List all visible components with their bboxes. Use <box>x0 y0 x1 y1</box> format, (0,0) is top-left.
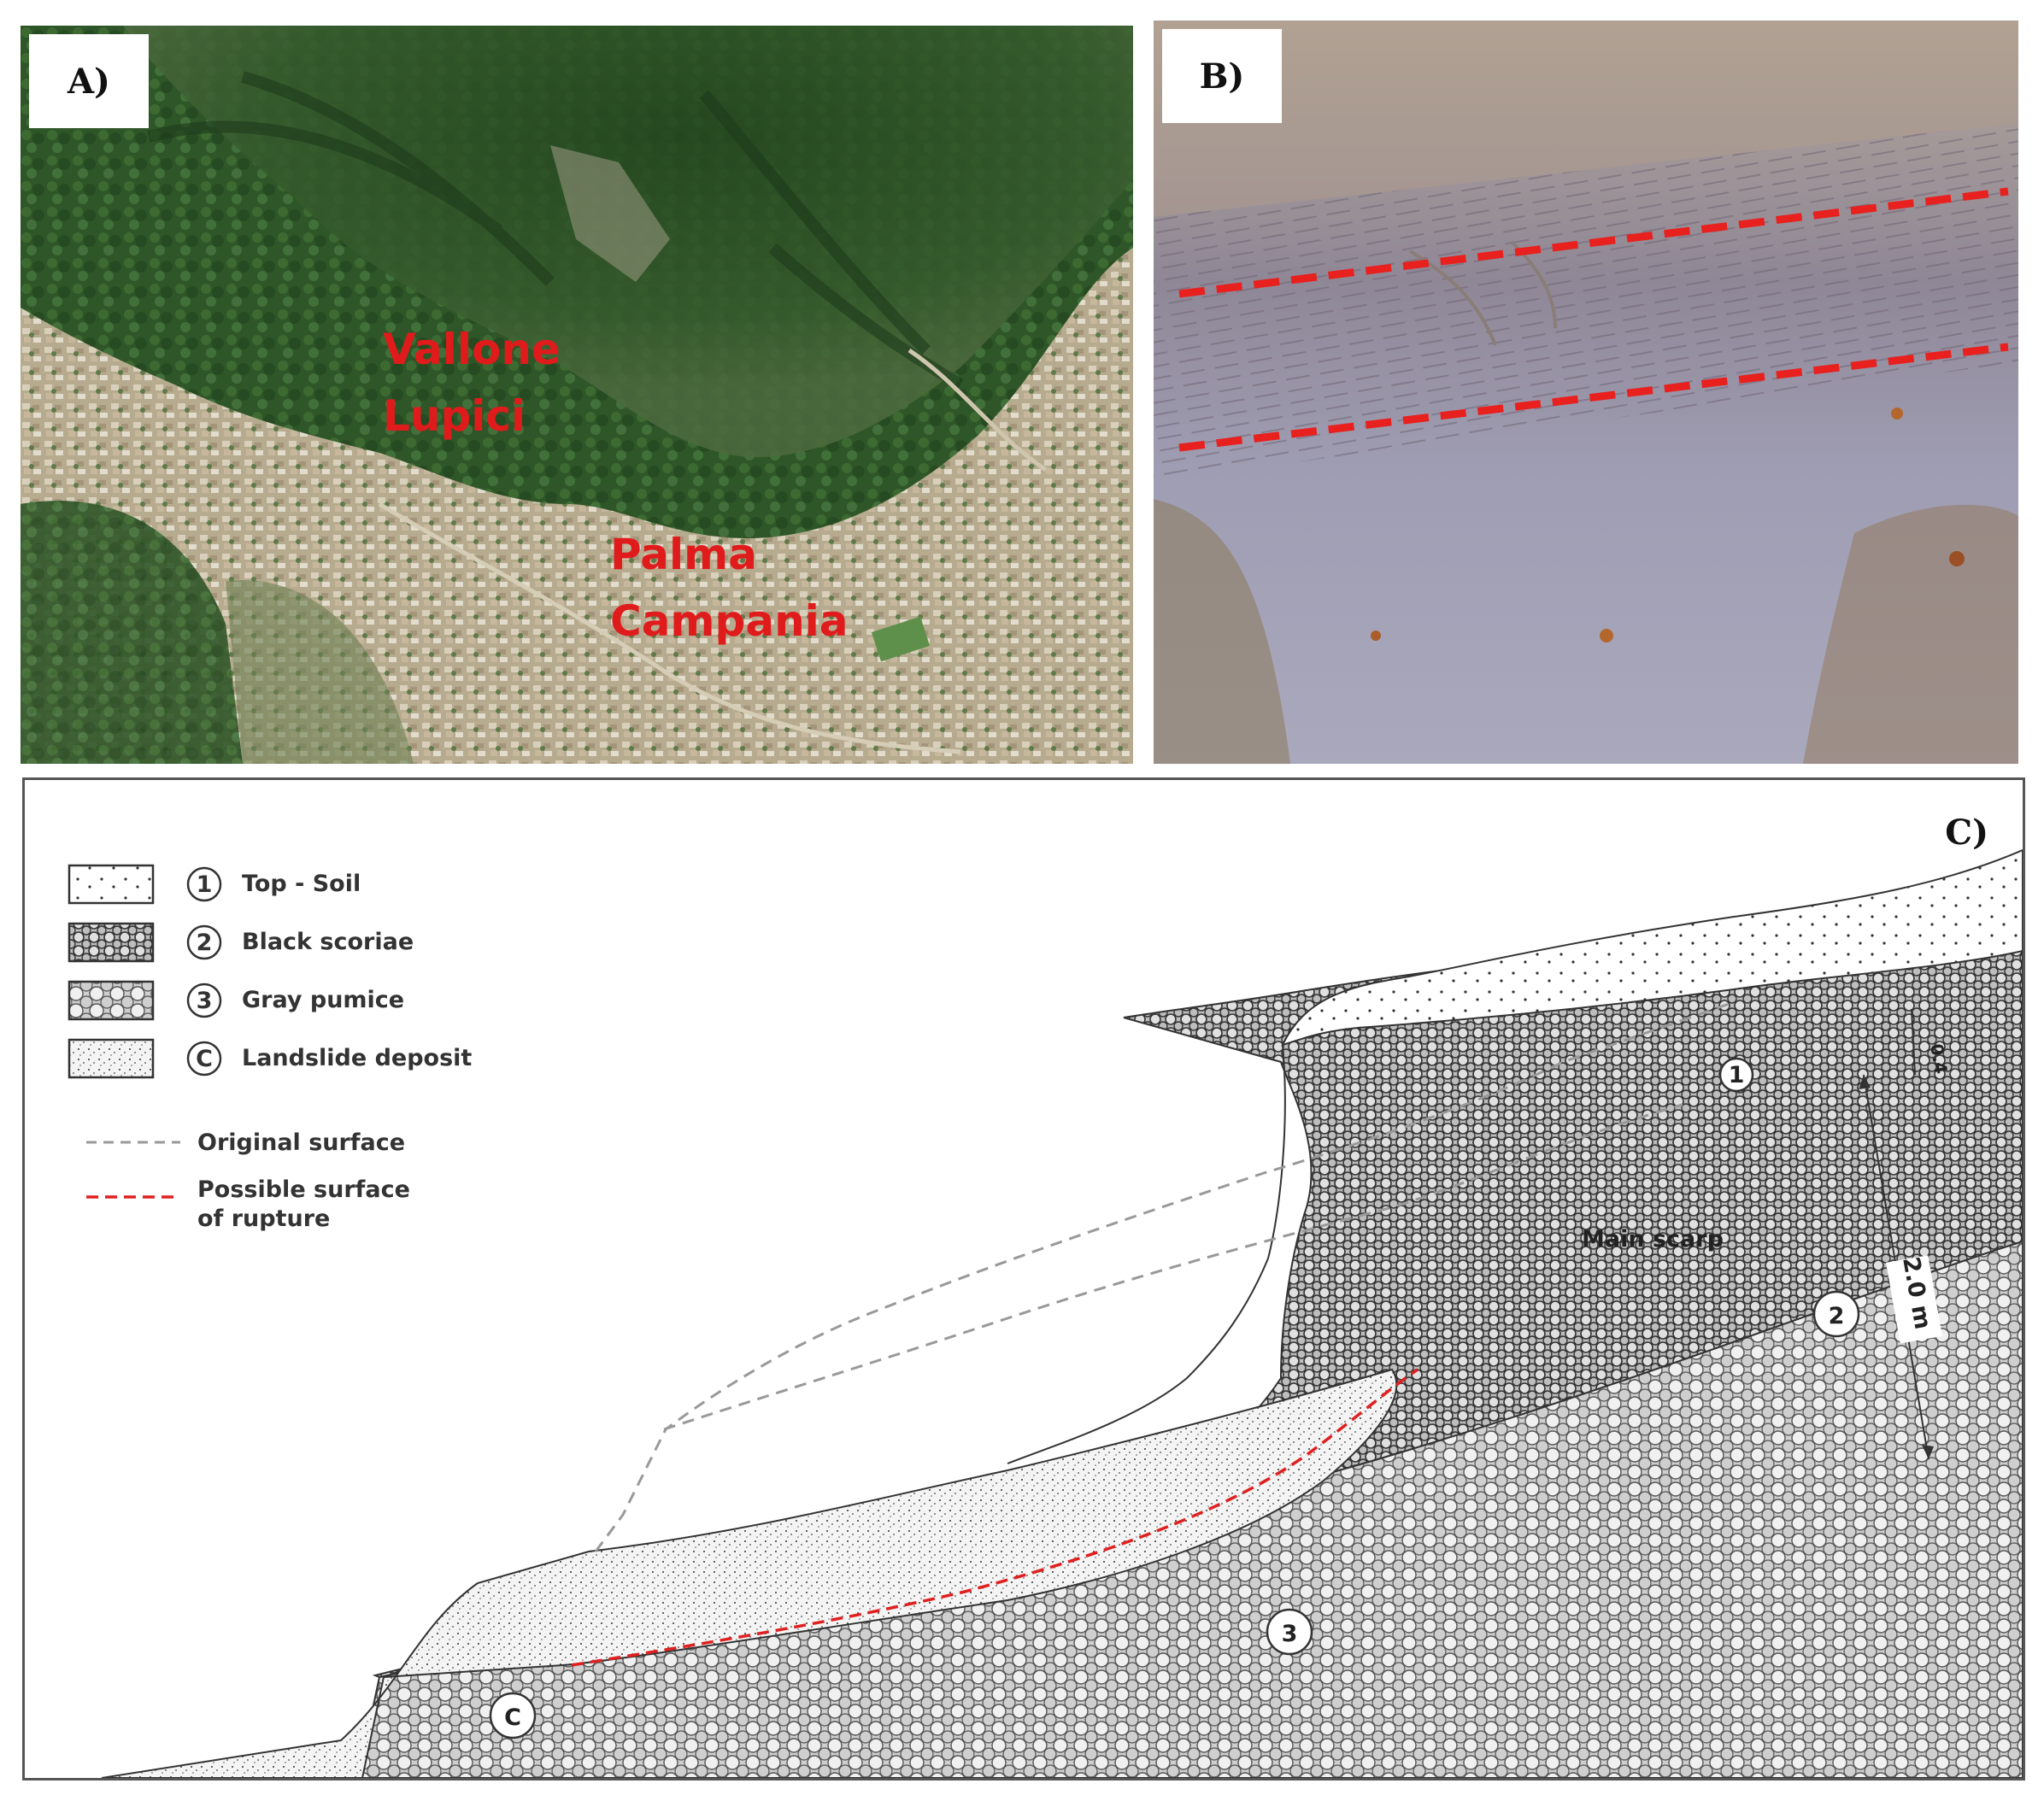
legend-label-landslide-deposit: Landslide deposit <box>242 1045 472 1071</box>
panel-a-tag: A) <box>29 34 149 128</box>
outcrop-photo <box>1154 21 2018 764</box>
rupture-surface-line <box>571 1368 1418 1667</box>
palma-campania-label: Palma Campania <box>610 530 849 646</box>
cross-section-panel: C) <box>22 777 2025 1780</box>
original-surface-lower <box>663 1103 1683 1431</box>
landslide-deposit-layer <box>101 1368 1398 1778</box>
legend-item-landslide-deposit: C Landslide deposit <box>68 1038 472 1079</box>
legend-item-rupture-surface: Possible surface of rupture <box>86 1176 410 1232</box>
legend-symbol-c: C <box>196 1046 213 1072</box>
main-scarp-label: Main scarp <box>1582 1226 1724 1252</box>
legend: 1 Top - Soil 2 Black scoriae 3 Gray pumi… <box>68 864 472 1232</box>
legend-item-black-scoriae: 2 Black scoriae <box>68 922 414 963</box>
aerial-photo <box>21 26 1133 764</box>
section-symbol-c-circle <box>489 1692 537 1739</box>
outcrop-photo-panel: B) <box>1154 21 2018 764</box>
section-symbol-3-circle <box>1266 1608 1313 1656</box>
vallone-lupici-label: Vallone Lupici <box>383 325 561 441</box>
legend-label-rupture-surface-2: of rupture <box>197 1206 330 1232</box>
upper-rupture-line <box>1178 187 2009 298</box>
legend-label-gray-pumice: Gray pumice <box>242 987 404 1013</box>
legend-label-top-soil: Top - Soil <box>242 871 361 897</box>
section-symbol-2: 2 <box>1829 1303 1845 1329</box>
legend-item-original-surface: Original surface <box>86 1129 405 1156</box>
section-symbol-2-circle <box>1812 1290 1860 1338</box>
lower-rupture-line <box>1178 343 2009 452</box>
panel-c-tag: C) <box>1945 813 1988 853</box>
thickness-marker-top <box>1911 1008 1916 1076</box>
legend-label-original-surface: Original surface <box>197 1129 405 1156</box>
legend-item-top-soil: 1 Top - Soil <box>68 864 361 905</box>
legend-symbol-2: 2 <box>197 930 213 956</box>
section-symbol-3: 3 <box>1282 1621 1298 1647</box>
section-symbol-1-circle <box>1718 1057 1754 1093</box>
section-symbol-c: C <box>504 1704 521 1731</box>
original-surface-upper <box>594 1000 1735 1552</box>
legend-label-rupture-surface-1: Possible surface <box>197 1176 410 1203</box>
top-soil-layer <box>1281 848 2023 1047</box>
legend-symbol-3: 3 <box>197 988 213 1014</box>
cross-section-diagram: 1 Top - Soil 2 Black scoriae 3 Gray pumi… <box>68 848 2023 1778</box>
aerial-photo-panel: A) Vallone Lupici Palma Campania <box>21 26 1133 764</box>
legend-item-gray-pumice: 3 Gray pumice <box>68 980 404 1021</box>
section-symbol-1: 1 <box>1729 1062 1745 1088</box>
legend-symbol-1: 1 <box>197 871 213 898</box>
scarp-outline <box>1007 1044 1286 1464</box>
legend-label-black-scoriae: Black scoriae <box>242 929 414 955</box>
section-drawing: 1 2 3 C 0.4 2.0 m Main scarp <box>101 848 2023 1778</box>
panel-b-tag: B) <box>1162 29 1282 123</box>
